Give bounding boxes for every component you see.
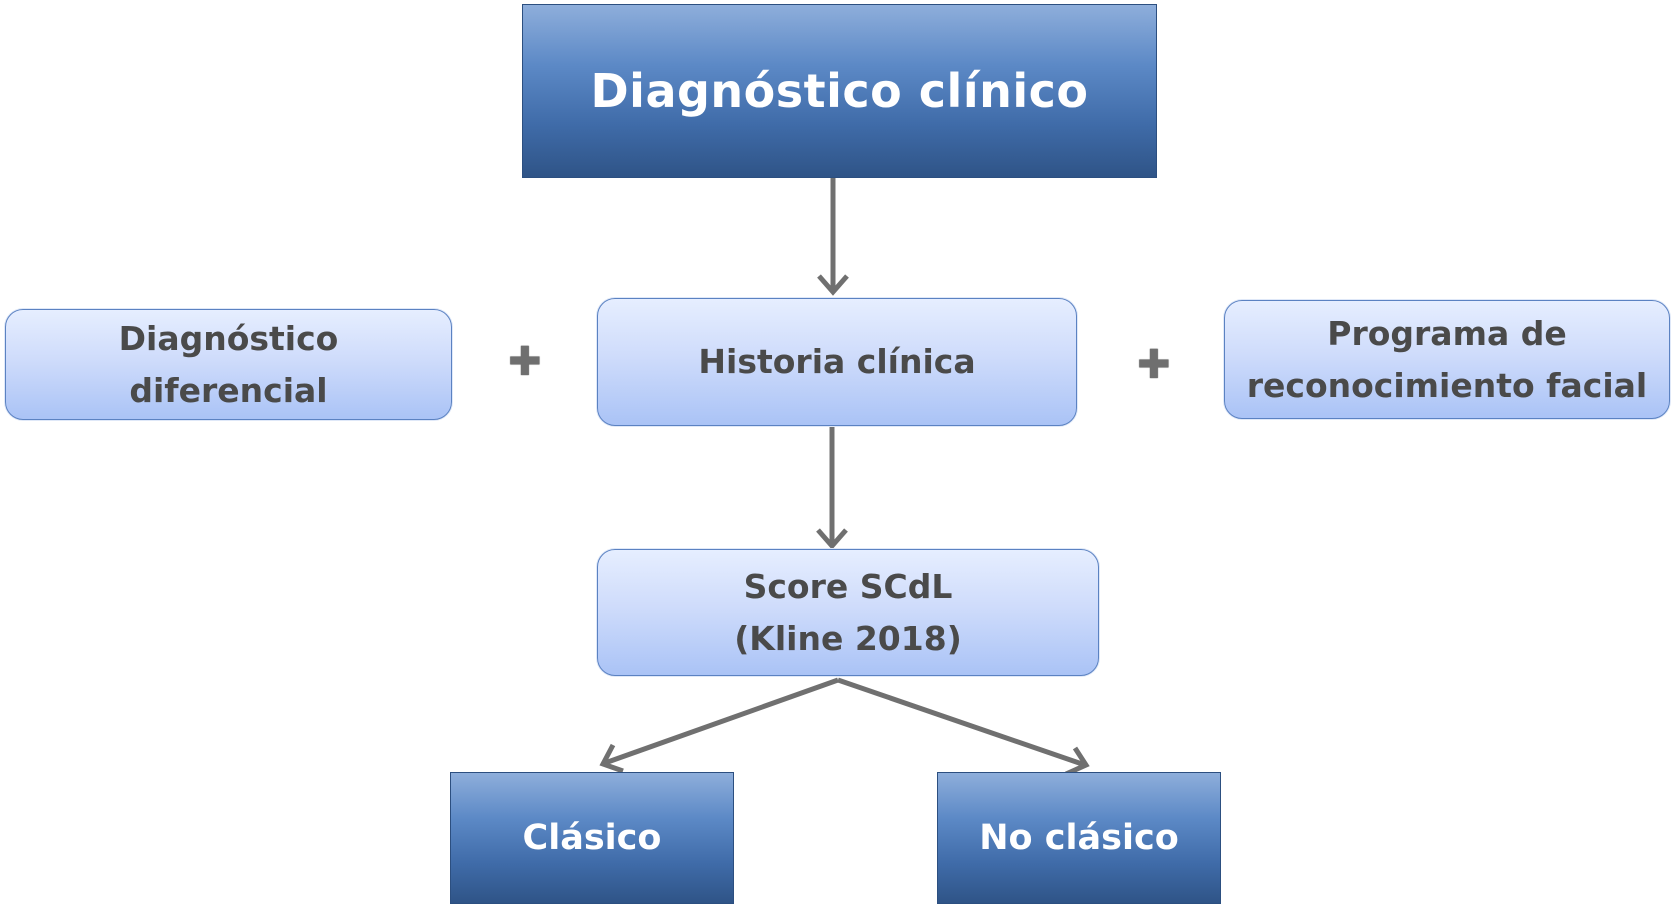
right-box-line2: reconocimiento facial: [1246, 365, 1648, 405]
right-box-line1: Programa de: [1327, 313, 1567, 353]
outcome-box-no-clasico: No clásico: [937, 772, 1221, 904]
left-box-diagnostico-diferencial: Diagnóstico diferencial: [5, 309, 452, 420]
score-box-line1: Score SCdL: [743, 566, 953, 606]
score-box-scdl: Score SCdL (Kline 2018): [597, 549, 1099, 676]
score-box-line2: (Kline 2018): [734, 618, 962, 658]
center-box-label: Historia clínica: [698, 342, 976, 381]
top-box-diagnostico-clinico: Diagnóstico clínico: [522, 4, 1157, 178]
arrow-score-to-no-clasico: [837, 677, 1090, 777]
right-box-reconocimiento-facial: Programa de reconocimiento facial: [1224, 300, 1670, 419]
outcome-box-clasico: Clásico: [450, 772, 734, 904]
arrow-top-to-historia: [817, 178, 849, 296]
plus-icon-left: ✚: [508, 339, 542, 385]
outcome-no-clasico-label: No clásico: [979, 818, 1179, 858]
top-box-label: Diagnóstico clínico: [590, 64, 1089, 118]
left-box-line2: diferencial: [129, 370, 328, 410]
arrow-score-to-clasico: [599, 677, 839, 774]
outcome-clasico-label: Clásico: [522, 818, 662, 858]
plus-icon-right: ✚: [1137, 342, 1171, 388]
center-box-historia-clinica: Historia clínica: [597, 298, 1077, 426]
arrow-historia-to-score: [816, 426, 848, 550]
left-box-line1: Diagnóstico: [118, 318, 339, 358]
